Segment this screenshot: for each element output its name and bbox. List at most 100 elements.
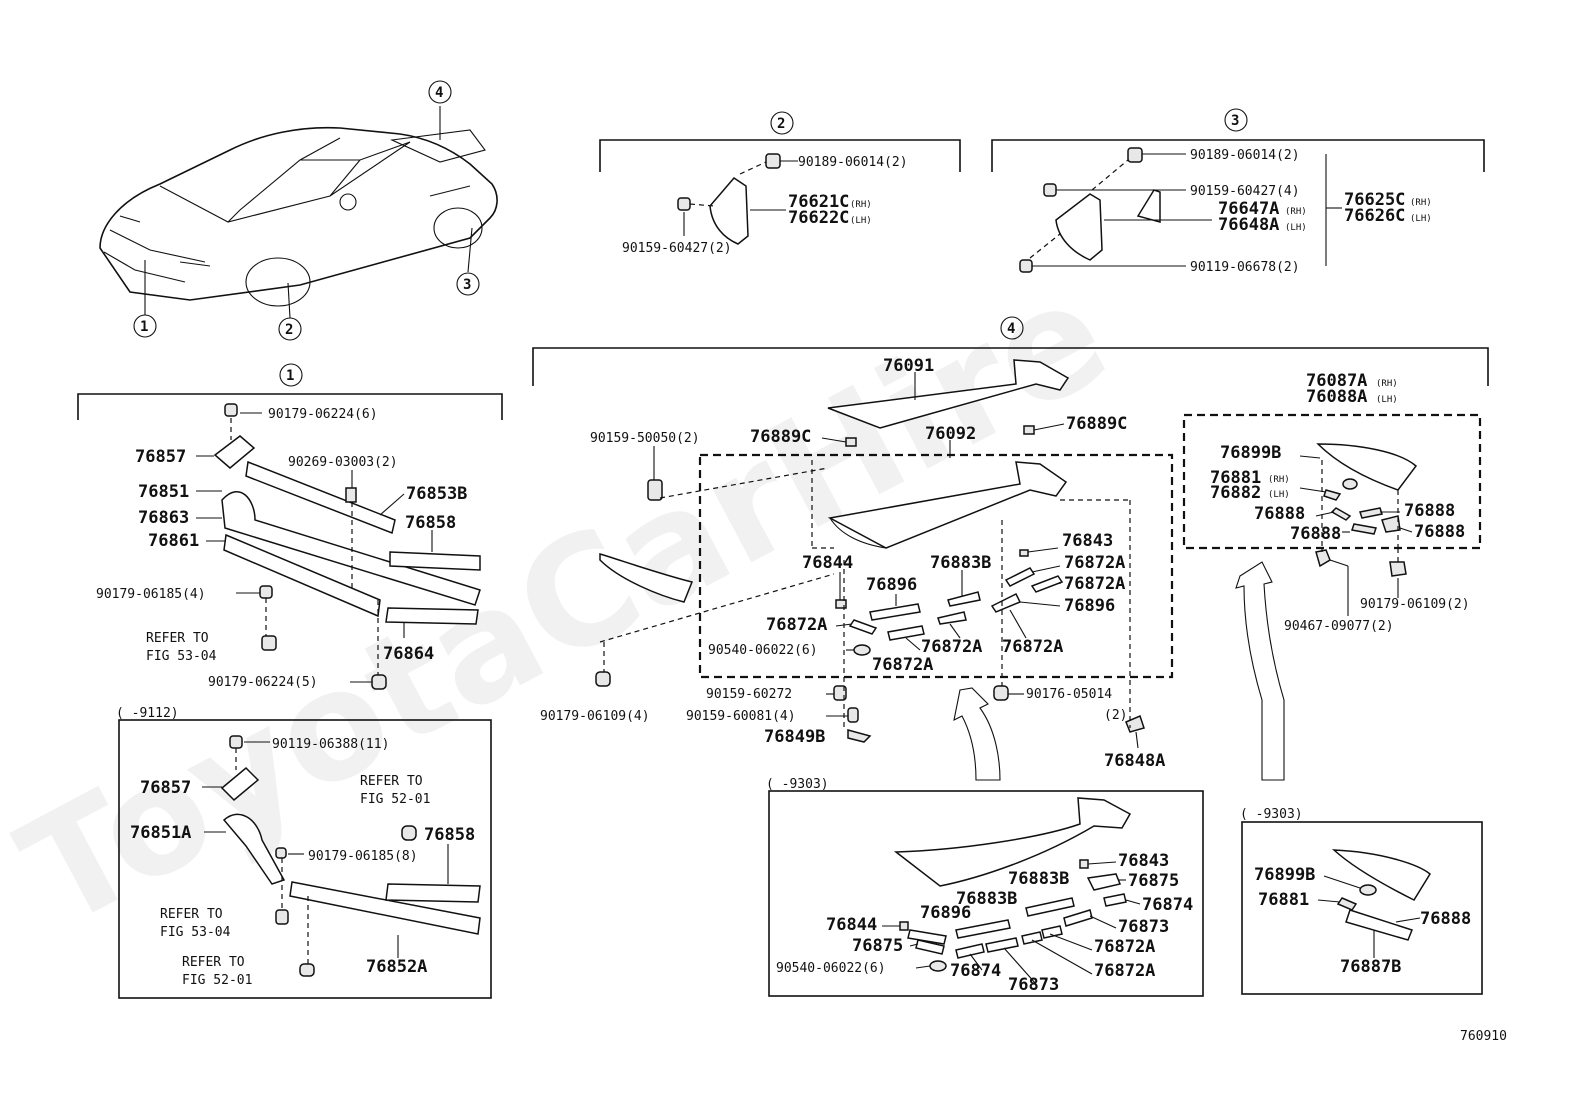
part-76861 xyxy=(223,533,381,618)
part-76896 xyxy=(907,929,947,945)
label-76858: 76858 xyxy=(424,825,475,845)
label-76091: 76091 xyxy=(883,356,934,376)
label-76092: 76092 xyxy=(925,424,976,444)
part-76872A xyxy=(887,625,925,641)
label-76888: 76888 xyxy=(1404,501,1455,521)
clip-icon xyxy=(845,437,857,447)
part-76092-spoiler xyxy=(827,461,1068,549)
label-90159-60427: 90159-60427(4) xyxy=(1190,184,1300,199)
part-76875 xyxy=(1086,873,1122,891)
label-90179-06185-4: 90179-06185(4) xyxy=(96,587,206,602)
label-90179-06224-6: 90179-06224(6) xyxy=(268,407,378,422)
label-76883B: 76883B xyxy=(1008,869,1069,889)
callout-4-top: 4 xyxy=(428,80,452,104)
part-76883B xyxy=(1025,897,1075,917)
clip-icon xyxy=(1389,561,1407,577)
label-76887B: 76887B xyxy=(1340,957,1401,977)
label-76849B: 76849B xyxy=(764,727,825,747)
label-76881: 76881 xyxy=(1210,468,1261,488)
label-rh: (RH) xyxy=(1268,475,1290,485)
callout-2-car: 2 xyxy=(278,317,302,341)
part-76873 xyxy=(985,937,1019,953)
label-76861: 76861 xyxy=(148,531,199,551)
label-90269-03003: 90269-03003(2) xyxy=(288,455,398,470)
label-76622C: 76622C xyxy=(788,208,849,228)
clip-icon xyxy=(1315,549,1331,568)
label-76888: 76888 xyxy=(1414,522,1465,542)
section-4c-9303: ( -9303) 76899B 76881 76888 76887B xyxy=(1240,807,1483,995)
label-90467-09077: 90467-09077(2) xyxy=(1284,619,1394,634)
label-90119-06388: 90119-06388(11) xyxy=(272,737,389,752)
part-76621C-mudguard xyxy=(709,177,749,245)
callout-1-car: 1 xyxy=(133,314,157,338)
label-76647A: 76647A xyxy=(1218,199,1279,219)
label-76883B: 76883B xyxy=(930,553,991,573)
grommet-icon xyxy=(1359,884,1377,896)
label-76087A: 76087A xyxy=(1306,371,1367,391)
part-76873 xyxy=(1063,909,1093,927)
clip-icon xyxy=(1023,425,1035,435)
label-90540-06022: 90540-06022(6) xyxy=(776,961,886,976)
part-76872A xyxy=(1041,925,1063,939)
part-76849B xyxy=(847,729,872,743)
label-76872A: 76872A xyxy=(872,655,933,675)
part-76857 xyxy=(220,766,260,802)
screw-icon xyxy=(1043,183,1057,197)
label-fig-52-01: FIG 52-01 xyxy=(360,792,430,807)
label-90189-06014: 90189-06014(2) xyxy=(1190,148,1300,163)
section-4-marker: 4 xyxy=(1007,321,1015,337)
label-76899B: 76899B xyxy=(1254,865,1315,885)
label-rh: (RH) xyxy=(1410,198,1432,208)
label-fig-53-04: FIG 53-04 xyxy=(160,925,231,940)
car-overview xyxy=(99,106,498,319)
label-90159-60272: 90159-60272 xyxy=(706,687,792,702)
label-76881: 76881 xyxy=(1258,890,1309,910)
label-76844: 76844 xyxy=(826,915,877,935)
label-90119-06678: 90119-06678(2) xyxy=(1190,260,1300,275)
part-76874 xyxy=(955,943,985,959)
part-76888 xyxy=(1351,523,1377,535)
section-4-rear-spoiler: 4 xyxy=(532,316,1489,781)
label-76621C: 76621C xyxy=(788,192,849,212)
callout-label: 2 xyxy=(285,322,293,338)
clip-icon xyxy=(224,403,238,417)
part-cover xyxy=(1331,849,1431,901)
label-76872A: 76872A xyxy=(1094,961,1155,981)
label-76088A: 76088A xyxy=(1306,387,1367,407)
part-76888 xyxy=(1330,507,1352,521)
label-lh: (LH) xyxy=(1410,214,1432,224)
part-76852A xyxy=(289,881,481,935)
part-76857 xyxy=(213,435,256,469)
label-90159-60427: 90159-60427(2) xyxy=(622,241,732,256)
label-76843: 76843 xyxy=(1062,531,1113,551)
section-1b-9112: ( -9112) 90119-06388(11) 76857 REFER TO … xyxy=(116,706,492,999)
label-76883B: 76883B xyxy=(956,889,1017,909)
label-rh: (RH) xyxy=(1376,379,1398,389)
label-76857: 76857 xyxy=(140,778,191,798)
screw-icon xyxy=(1019,259,1033,273)
label-76873: 76873 xyxy=(1008,975,1059,995)
part-76858 xyxy=(385,883,481,903)
part-76864 xyxy=(385,607,479,625)
part-76858 xyxy=(389,551,481,571)
part-76888 xyxy=(1359,507,1383,519)
label-76889C: 76889C xyxy=(750,427,811,447)
label-lh: (LH) xyxy=(850,216,872,226)
part-76851A xyxy=(222,813,286,885)
part-spoiler xyxy=(893,797,1132,887)
label-76626C: 76626C xyxy=(1344,206,1405,226)
label-76843: 76843 xyxy=(1118,851,1169,871)
section-1-front-spoiler: 1 90179-06224(6) 76857 90269-03003(2) xyxy=(77,363,503,690)
label-76844: 76844 xyxy=(802,553,853,573)
part-76853B-strip xyxy=(245,460,396,535)
label-76872A: 76872A xyxy=(766,615,827,635)
clip-icon xyxy=(345,487,357,503)
section-3-rear-mudguard: 3 90189-06014(2) 90159-60427(4) 76625C (… xyxy=(991,108,1485,275)
section-1-marker: 1 xyxy=(286,368,294,384)
clip-icon xyxy=(259,585,273,599)
label-refer-to: REFER TO xyxy=(146,631,209,646)
screw-icon xyxy=(647,479,663,501)
label-76852A: 76852A xyxy=(366,957,427,977)
label-76864: 76864 xyxy=(383,644,434,664)
